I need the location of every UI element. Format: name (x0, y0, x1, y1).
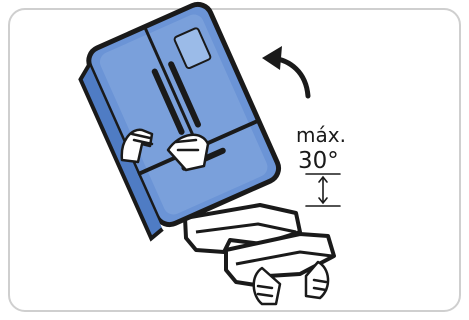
max-label: máx. (296, 123, 346, 147)
max-angle-label: 30° (298, 148, 339, 174)
